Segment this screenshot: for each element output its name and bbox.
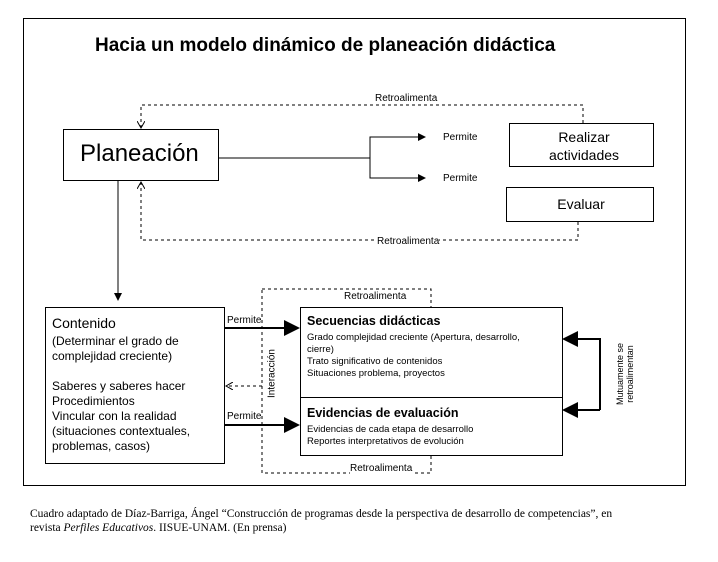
caption-journal: Perfiles Educativos: [63, 522, 154, 534]
evidencias-lines: Evidencias de cada etapa de desarrollo R…: [307, 424, 473, 448]
secuencias-line: cierre): [307, 344, 334, 355]
contenido-line: (Determinar el grado de: [52, 334, 179, 348]
permite-branch-2: [369, 158, 426, 182]
caption-part2: . IISUE-UNAM. (En prensa): [153, 522, 287, 534]
mutuamente-label: Mutuamente se retroalimentan: [615, 342, 635, 406]
retro-top-label: Retroalimenta: [375, 93, 438, 104]
secuencias-evidencias-box: Secuencias didácticas Grado complejidad …: [300, 307, 563, 456]
secuencias-title: Secuencias didácticas: [307, 314, 441, 328]
secuencias-lines: Grado complejidad creciente (Apertura, d…: [307, 332, 520, 380]
permite-label-3: Permite: [227, 315, 262, 326]
evidencias-title: Evidencias de evaluación: [307, 406, 459, 420]
section-divider: [301, 397, 562, 398]
mutual-feedback-arrow-top: [562, 331, 601, 347]
contenido-line: (situaciones contextuales,: [52, 424, 191, 438]
figure-caption: Cuadro adaptado de Díaz-Barriga, Ángel “…: [30, 507, 630, 535]
caption-part1: Cuadro adaptado de Díaz-Barriga, Ángel “…: [30, 508, 613, 534]
diagram-title: Hacia un modelo dinámico de planeación d…: [95, 35, 556, 56]
permite-label-2: Permite: [443, 173, 478, 184]
permite-branch-1: [369, 133, 426, 158]
contenido-line: Procedimientos: [52, 394, 135, 408]
retro-box-top-label: Retroalimenta: [344, 291, 407, 302]
evidencias-line: Evidencias de cada etapa de desarrollo: [307, 424, 474, 435]
permite-label-4: Permite: [227, 411, 262, 422]
contenido-line: complejidad creciente): [52, 349, 173, 363]
retro-top-loop: [141, 104, 584, 128]
contenido-line: Saberes y saberes hacer: [52, 379, 186, 393]
secuencias-line: Situaciones problema, proyectos: [307, 368, 445, 379]
permite-label-1: Permite: [443, 132, 478, 143]
secuencias-line: Grado complejidad creciente (Apertura, d…: [307, 332, 520, 343]
contenido-line: [52, 364, 190, 379]
contenido-title: Contenido: [52, 315, 116, 331]
retro-box-bottom-label: Retroalimenta: [350, 463, 413, 474]
evidencias-line: Reportes interpretativos de evolución: [307, 436, 464, 447]
interaccion-label: Interacción: [266, 349, 278, 398]
planeacion-label: Planeación: [80, 140, 199, 167]
evaluar-box: Evaluar: [506, 187, 654, 222]
realizar-label: Realizar actividades: [548, 129, 620, 163]
diagram-frame: [23, 18, 686, 486]
contenido-line: problemas, casos): [52, 439, 151, 453]
contenido-box: Contenido (Determinar el grado de comple…: [45, 307, 225, 464]
realizar-box: Realizar actividades: [509, 123, 654, 167]
evaluar-label: Evaluar: [557, 196, 605, 212]
secuencias-line: Trato significativo de contenidos: [307, 356, 443, 367]
retro-mid-loop: [141, 182, 579, 241]
contenido-line: Vincular con la realidad: [52, 409, 177, 423]
contenido-lines: (Determinar el grado de complejidad crec…: [52, 334, 190, 454]
planeacion-box: Planeación: [63, 129, 219, 181]
retro-mid-label: Retroalimenta: [377, 236, 440, 247]
